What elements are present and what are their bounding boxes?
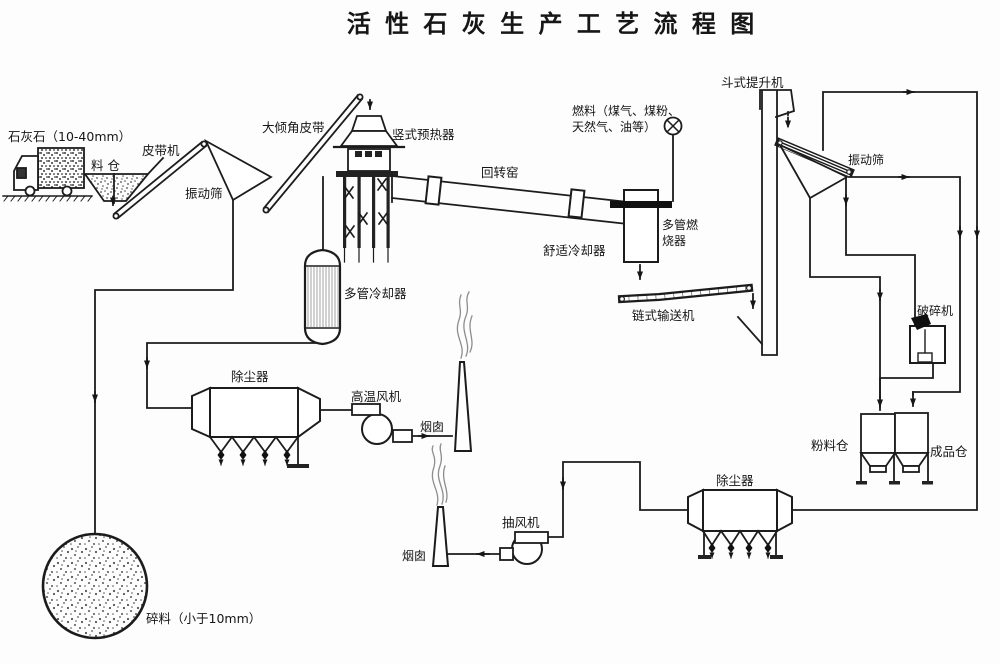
label-burner-2: 烧器 xyxy=(662,234,686,248)
label-dust-collector-right: 除尘器 xyxy=(716,473,754,488)
ht-fan-shape xyxy=(351,403,413,445)
powder-bin-shape xyxy=(860,413,896,454)
label-belt-conveyor: 皮带机 xyxy=(142,143,180,158)
multi-tube-cooler-shape xyxy=(303,248,342,346)
label-limestone: 石灰石（10-40mm） xyxy=(8,129,131,144)
storage-bins xyxy=(856,377,933,485)
hopper-discharge-valves xyxy=(217,450,291,466)
incline-belt xyxy=(262,93,364,214)
dust-collector-left-shape xyxy=(191,386,321,468)
label-multi-tube-cooler: 多管冷却器 xyxy=(344,286,407,301)
vertical-cooler-box xyxy=(610,116,683,263)
label-vertical-cooler: 舒适冷却器 xyxy=(543,243,606,258)
preheater-platform xyxy=(336,171,398,177)
elevator-inlet-chute xyxy=(736,315,764,346)
diagram-labels: 石灰石（10-40mm） 料 仓 皮带机 振动筛 大倾角皮带 竖式预热器 燃料（… xyxy=(8,75,968,626)
label-rotary-kiln: 回转窑 xyxy=(481,165,519,180)
rotary-kiln-shape xyxy=(391,171,629,225)
label-bucket-elevator: 斗式提升机 xyxy=(721,75,784,90)
flow-lines xyxy=(94,91,978,555)
label-chimney-bottom: 烟囱 xyxy=(402,549,426,563)
chimney-top-shape xyxy=(453,291,473,452)
chain-conveyor-shape xyxy=(617,283,754,304)
diagram-title: 活 性 石 灰 生 产 工 艺 流 程 图 xyxy=(347,9,758,38)
product-bin-shape xyxy=(894,412,929,454)
label-burner-1: 多管燃 xyxy=(662,217,698,232)
hopper-discharge-valves xyxy=(708,543,772,559)
truck-window xyxy=(16,167,27,179)
label-chain-conveyor: 链式输送机 xyxy=(632,308,695,323)
burner-lance xyxy=(610,201,672,208)
smoke-top xyxy=(456,291,473,359)
exhaust-fan-shape xyxy=(499,531,549,565)
vibrating-screen-left-shape xyxy=(204,138,273,202)
label-preheater: 竖式预热器 xyxy=(392,127,455,142)
dust-collector-right-shape xyxy=(687,488,793,559)
label-fuel-1: 燃料（煤气、煤粉、 xyxy=(572,103,680,118)
label-vibrating-screen-left: 振动筛 xyxy=(185,186,223,201)
label-fuel-2: 天然气、油等） xyxy=(572,119,656,134)
flow-arrows xyxy=(92,89,980,557)
label-exhaust-fan: 抽风机 xyxy=(502,515,540,530)
preheater-x-braces xyxy=(343,177,389,239)
label-powder-bin: 粉料仓 xyxy=(811,438,849,453)
label-product-bin: 成品仓 xyxy=(930,444,968,459)
label-vibrating-screen-right: 振动筛 xyxy=(848,152,884,167)
limestone-truck xyxy=(2,147,93,202)
smoke-bottom xyxy=(431,443,448,506)
label-crushed-material: 碎料（小于10mm） xyxy=(146,611,261,626)
label-crusher: 破碎机 xyxy=(917,303,953,318)
label-chimney-top: 烟囱 xyxy=(420,420,444,434)
bucket-elevator-shape xyxy=(736,89,795,356)
vertical-preheater xyxy=(332,115,406,263)
vibrating-screen-right-shape xyxy=(774,137,855,200)
label-dust-collector-left: 除尘器 xyxy=(231,369,269,384)
label-incline-belt: 大倾角皮带 xyxy=(262,120,325,135)
chimney-bottom-shape xyxy=(431,443,450,567)
label-material-bin: 料 仓 xyxy=(91,158,120,173)
label-ht-fan: 高温风机 xyxy=(351,389,402,404)
crusher-hammer xyxy=(911,314,931,330)
crusher-shape xyxy=(909,314,946,364)
crushed-material-pile xyxy=(41,532,149,640)
